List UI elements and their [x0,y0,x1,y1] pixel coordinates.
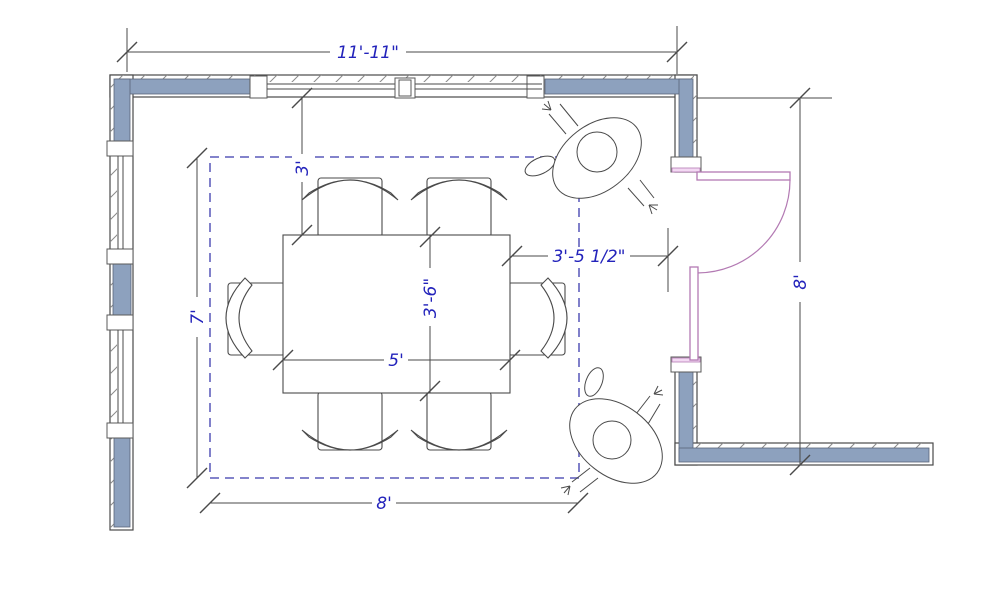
dim-label-table-depth: 3'-6" [421,278,441,318]
dining-set [225,177,568,451]
dim-table-to-window: 3' [291,87,313,246]
chair-back [410,429,508,451]
chair [225,277,286,359]
walls [109,74,934,531]
person-head [592,420,632,460]
chair-back [410,179,508,201]
chair-back [225,277,253,359]
window-casing [249,75,268,99]
dim-overall-width: 11'-11" [116,26,688,74]
wall-core [678,370,694,462]
dim-label-table-to-window: 3' [293,160,313,176]
person-arm [627,179,655,207]
wall-hatch-band [690,79,697,170]
chair-back [301,429,399,451]
chair [507,277,568,359]
chair [301,177,399,238]
wall-core [115,78,253,95]
clearance-dashed-outline [209,156,580,479]
wall-core [113,78,131,144]
dim-right-height: 8' [789,87,811,476]
dim-label-right-height: 8' [791,274,811,290]
wall-core [113,436,131,528]
top-window [249,75,545,99]
dim-table-length: 5' [272,349,521,371]
person-figure-bottom [560,367,664,496]
person-arm [635,395,661,425]
person-hand [653,385,664,396]
window-casing [106,248,134,265]
window-casing [106,422,134,439]
door-sill [671,357,701,363]
chair-seat [317,177,383,238]
person-arm [548,103,579,135]
person-hand [560,485,571,496]
dim-table-to-right-wall: 3'-5 1/2" [501,228,679,292]
wall-core [678,447,930,463]
dim-label-table-length: 5' [388,351,404,371]
dim-label-clearance-height: 7' [188,309,208,325]
wall-hatch-band [690,362,697,448]
door-sill [671,167,701,173]
chair-back [301,179,399,201]
wall-hatch-band [679,443,929,450]
door-swing-arc [696,179,791,274]
dim-label-overall-width: 11'-11" [337,43,399,63]
dim-label-clearance-width: 8' [376,494,392,514]
dimensions: 11'-11" 8' 8' 7' [116,26,811,514]
dim-table-depth: 3'-6" [419,226,441,402]
dim-clearance-height: 7' [186,147,208,489]
person-hand [648,204,658,215]
chair-back [540,277,568,359]
door-leaf-open [696,171,791,181]
chair-seat [426,177,492,238]
window-casing [526,75,545,99]
person-figure-top [524,100,658,215]
person-hand [541,100,552,111]
window-casing [106,140,134,157]
double-door [670,156,791,373]
wall-core [112,262,132,318]
window-casing [106,314,134,331]
chair [410,177,508,238]
left-windows [106,140,134,439]
person-foot [584,367,604,397]
person-foot [524,155,556,177]
dim-clearance-width: 8' [199,492,589,514]
dim-label-table-to-right-wall: 3'-5 1/2" [552,247,625,267]
chair-seat [317,391,383,451]
chair [410,391,508,451]
chair [301,391,399,451]
windows [106,75,545,439]
chair-seat [426,391,492,451]
person-arm [571,467,599,493]
door-leaf-closed [689,266,699,361]
wall-core [544,78,692,95]
wall-core [678,78,694,160]
window-mullion-inner [398,79,412,97]
person-head [576,131,618,173]
